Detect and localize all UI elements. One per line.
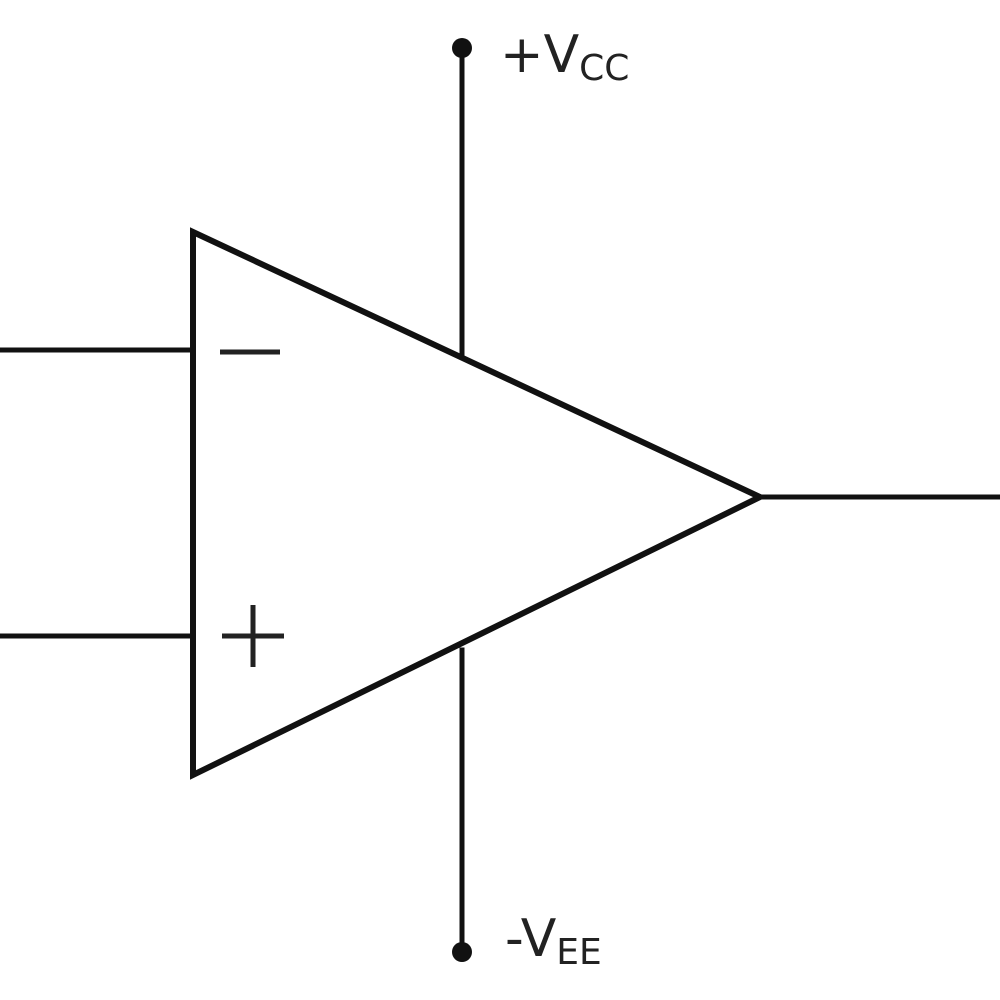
negative-supply-label: -VEE [505,909,602,973]
negative-supply-prefix: -V [505,909,557,969]
negative-supply-subscript: EE [556,932,602,973]
positive-supply-terminal [452,38,472,58]
negative-supply-terminal [452,942,472,962]
positive-supply-subscript: CC [579,48,629,89]
positive-supply-prefix: +V [500,25,580,85]
positive-supply-label: +VCC [500,25,629,89]
op-amp-triangle [190,227,767,780]
non-inverting-input-sign [222,605,284,667]
